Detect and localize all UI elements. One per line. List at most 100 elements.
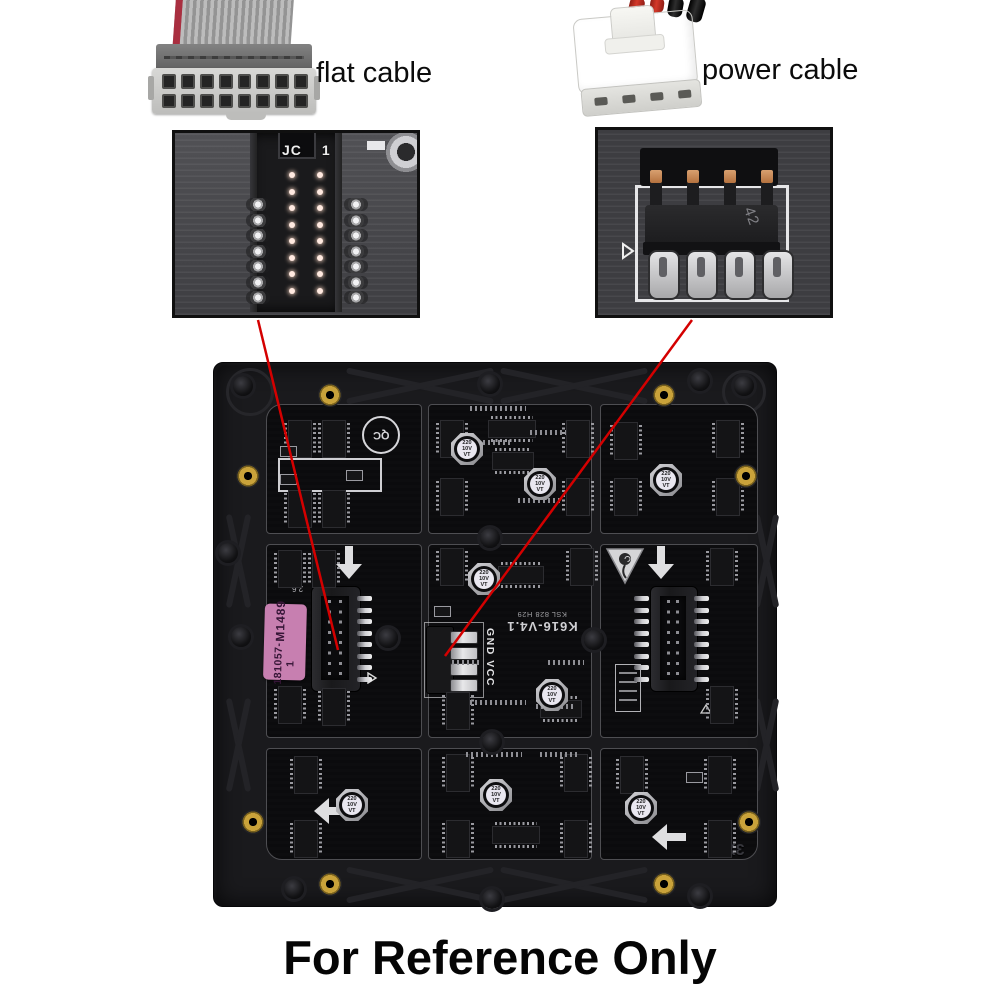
- capacitor-label-line: VT: [492, 798, 500, 805]
- idc-plug-hole: [180, 93, 195, 108]
- version-number: K616-V4.1: [506, 619, 578, 634]
- solder-joint: [246, 213, 270, 227]
- idc-solder-pin: [634, 596, 649, 601]
- socket-pin: [289, 287, 295, 294]
- screw-boss: [482, 732, 502, 752]
- prong-copper-tip: [724, 170, 736, 183]
- silkscreen-pads-row: [452, 660, 482, 665]
- idc-solder-pin: [357, 653, 372, 659]
- solder-joint: [246, 275, 270, 289]
- ic-footprint: [318, 688, 350, 726]
- capacitor-label-line: 10V: [347, 801, 357, 808]
- capacitor-label-line: VT: [480, 582, 488, 589]
- solder-joint: [246, 229, 270, 242]
- idc-solder-pin: [694, 619, 709, 624]
- idc-solder-pin: [634, 607, 649, 613]
- capacitor-label-line: 220: [636, 798, 646, 805]
- capacitor-label-line: 10V: [547, 691, 557, 698]
- socket-pin-column: [289, 172, 295, 294]
- soic-footprint: [492, 822, 540, 848]
- idc-plug-hole: [199, 93, 214, 108]
- idc-plug-hole: [218, 74, 233, 89]
- prong-copper-tip: [687, 170, 699, 183]
- idc-solder-pin: [634, 676, 649, 682]
- socket-pin: [289, 188, 295, 195]
- idc-solder-pin: [694, 665, 709, 670]
- solder-eyelet: [236, 464, 260, 488]
- idc-solder-pin: [357, 630, 372, 636]
- ic-footprint: [712, 420, 744, 458]
- power-plug-pin-hole: [677, 89, 692, 99]
- power-pad-metal: [724, 250, 756, 300]
- solder-joint: [344, 244, 368, 258]
- idc-plug-hole: [180, 74, 195, 89]
- ic-footprint: [308, 550, 340, 588]
- resistor-footprint: [280, 474, 297, 485]
- soic-footprint: [488, 416, 536, 442]
- socket-pin: [317, 271, 323, 277]
- screw-boss: [284, 879, 304, 899]
- power-pad-metal: [762, 250, 794, 300]
- socket-pin: [317, 172, 323, 178]
- ic-footprint: [610, 422, 642, 460]
- board-version-text: K616-V4.1 KSL 828 H29: [486, 610, 598, 634]
- power-pad-slot: [697, 257, 705, 277]
- power-pad-slot: [773, 257, 781, 277]
- silkscreen-pads-row: [548, 660, 584, 665]
- ic-footprint: [442, 820, 474, 858]
- solder-eyelet: [241, 810, 265, 834]
- idc-plug-hole: [237, 74, 252, 89]
- idc-solder-pin: [357, 665, 372, 670]
- flat-cable-label: flat cable: [316, 57, 433, 89]
- refdes-jc: JC: [282, 142, 302, 158]
- solder-eyelet: [737, 810, 761, 834]
- solder-joint: [344, 198, 368, 211]
- ic-footprint: [704, 756, 736, 794]
- idc-solder-pin: [694, 653, 709, 659]
- socket-pin: [289, 172, 295, 178]
- idc-solder-pin: [357, 596, 372, 601]
- screw-boss: [482, 889, 502, 909]
- ic-footprint: [712, 478, 744, 516]
- idc-plug-hole: [199, 74, 214, 89]
- refdes-1: 1: [321, 142, 331, 158]
- resistor-footprint: [434, 606, 451, 617]
- screw-boss: [734, 376, 754, 396]
- solder-eyelet: [318, 383, 342, 407]
- socket-key-notch: [278, 133, 316, 159]
- prong-copper-tip: [650, 170, 662, 183]
- down-arrow-silkscreen: [336, 546, 362, 580]
- power-header-body: [645, 205, 778, 247]
- socket-pin: [317, 254, 323, 261]
- idc-solder-pin: [357, 642, 372, 647]
- socket-pin: [289, 238, 295, 244]
- capacitor-label-line: 220: [491, 785, 501, 792]
- qc-stamp: QC: [362, 416, 400, 454]
- ic-footprint: [318, 420, 350, 458]
- pin1-triangle-marker: [622, 242, 635, 260]
- screw-boss: [480, 528, 500, 548]
- power-pins-label: GND VCC: [484, 628, 496, 687]
- power-silkscreen-box: [635, 185, 789, 302]
- resistor-footprint: [280, 446, 297, 457]
- idc-solder-pin: [634, 630, 649, 636]
- idc-plug-ear: [314, 76, 320, 100]
- solder-joint: [344, 275, 368, 289]
- idc-solder-pin: [634, 665, 649, 670]
- solder-joints-left: [246, 198, 270, 304]
- idc-plug-hole: [256, 93, 271, 108]
- rose-triangle-logo: [605, 548, 645, 585]
- power-pad-metal: [686, 250, 718, 300]
- socket-pin: [317, 238, 323, 244]
- solder-eyelet: [734, 464, 758, 488]
- idc-solder-pin: [634, 653, 649, 659]
- ic-footprint: [318, 490, 350, 528]
